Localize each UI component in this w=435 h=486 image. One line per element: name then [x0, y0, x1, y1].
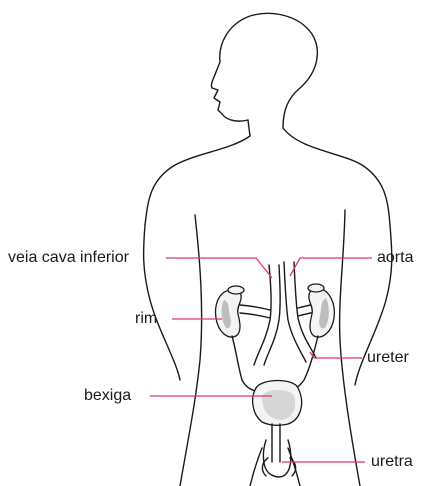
left-kidney — [216, 286, 244, 337]
renal-vessels — [240, 303, 322, 318]
label-aorta: aorta — [377, 249, 413, 267]
right-kidney — [308, 284, 334, 337]
bladder — [253, 381, 302, 426]
leader-aorta — [290, 258, 372, 276]
label-vena-cava: veia cava inferior — [8, 249, 129, 267]
label-urethra: uretra — [371, 453, 413, 471]
aorta-vessel — [284, 262, 316, 362]
label-bladder: bexiga — [84, 387, 131, 405]
leader-ureter — [310, 352, 362, 358]
urethra — [262, 424, 295, 477]
label-kidney: rim — [135, 310, 157, 328]
leader-vena-cava — [166, 258, 272, 278]
leader-lines — [150, 258, 372, 462]
label-ureter: ureter — [367, 349, 409, 367]
